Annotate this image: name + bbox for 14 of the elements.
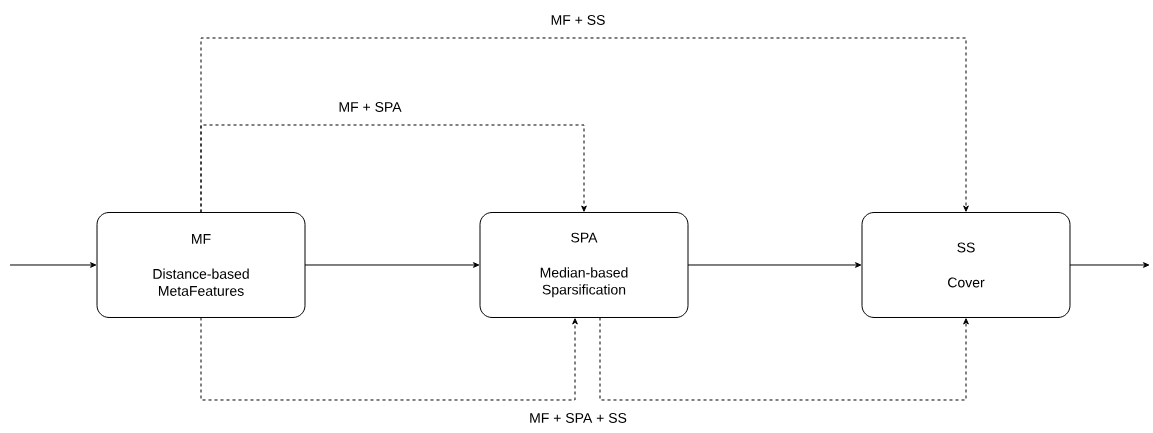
- arrow: [200, 124, 587, 213]
- arrow: [1069, 262, 1150, 268]
- arrow: [200, 317, 578, 401]
- edge-label: MF + SS: [548, 13, 608, 27]
- caption-text: MF + SPA + SS: [527, 411, 629, 425]
- arrow: [304, 262, 480, 268]
- process-box: MF Distance-based MetaFeatures: [96, 212, 306, 318]
- arrow: [599, 317, 969, 401]
- process-box: SS Cover: [861, 212, 1071, 318]
- arrow: [687, 262, 862, 268]
- edge-label: MF + SPA: [336, 100, 404, 114]
- arrow: [9, 262, 97, 268]
- arrow: [200, 37, 969, 213]
- process-box: SPA Median-based Sparsification: [479, 212, 689, 318]
